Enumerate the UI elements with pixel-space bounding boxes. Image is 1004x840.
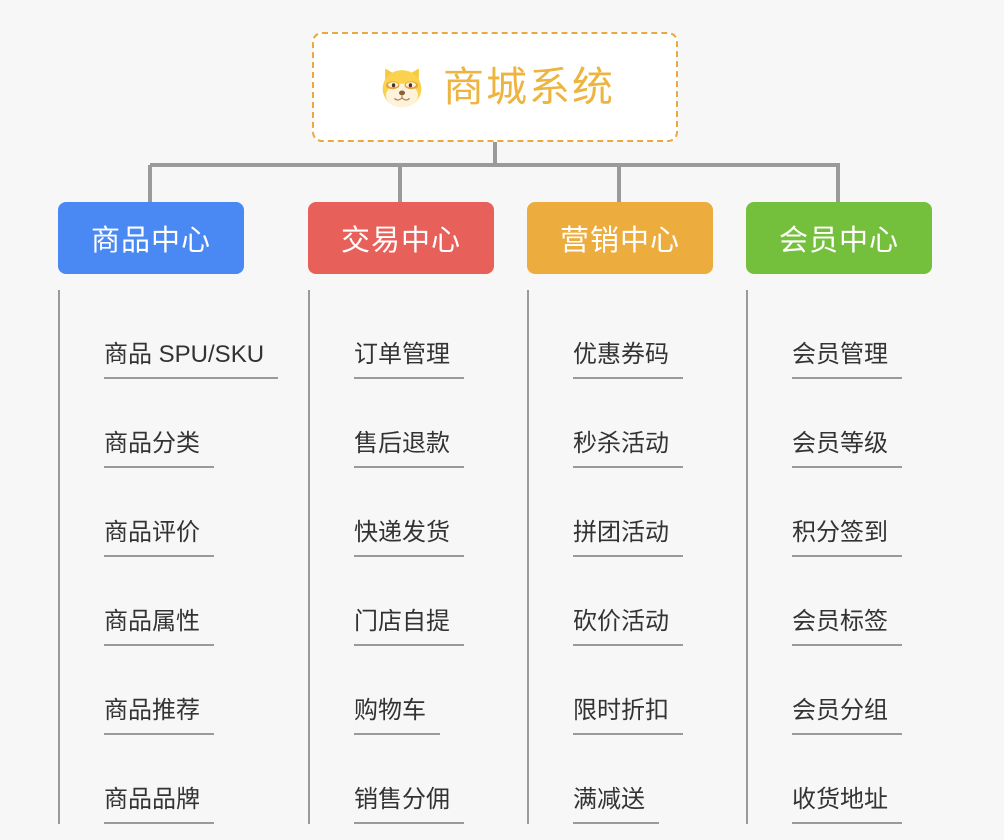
category-label: 会员中心 <box>778 225 899 257</box>
branch-column-3: 营销中心 优惠券码 秒杀活动 拼团活动 砍价活动 限时折扣 满减送 <box>527 202 747 824</box>
leaf-label: 会员分组 <box>792 697 902 735</box>
list-item[interactable]: 商品属性 <box>74 557 278 646</box>
leaf-label: 积分签到 <box>792 519 902 557</box>
category-box-4[interactable]: 会员中心 <box>746 202 932 274</box>
list-item[interactable]: 秒杀活动 <box>543 379 747 468</box>
list-item[interactable]: 销售分佣 <box>324 735 528 824</box>
list-item[interactable]: 快递发货 <box>324 468 528 557</box>
leaf-label: 拼团活动 <box>573 519 683 557</box>
leaf-label: 优惠券码 <box>573 341 683 379</box>
category-label: 交易中心 <box>340 225 461 257</box>
list-item[interactable]: 商品品牌 <box>74 735 278 824</box>
list-item[interactable]: 积分签到 <box>762 468 966 557</box>
branch-column-4: 会员中心 会员管理 会员等级 积分签到 会员标签 会员分组 收货地址 <box>746 202 966 824</box>
root-node[interactable]: 商城系统 <box>312 32 678 142</box>
list-item[interactable]: 门店自提 <box>324 557 528 646</box>
root-title: 商城系统 <box>443 63 615 110</box>
category-label: 营销中心 <box>559 225 680 257</box>
list-item[interactable]: 会员等级 <box>762 379 966 468</box>
list-item[interactable]: 商品推荐 <box>74 646 278 735</box>
leaf-label: 商品评价 <box>104 519 214 557</box>
shiba-dog-emoji <box>382 68 422 108</box>
leaf-label: 会员等级 <box>792 430 902 468</box>
leaf-list-2: 订单管理 售后退款 快递发货 门店自提 购物车 销售分佣 <box>308 290 528 824</box>
branch-column-2: 交易中心 订单管理 售后退款 快递发货 门店自提 购物车 销售分佣 <box>308 202 528 824</box>
list-item[interactable]: 拼团活动 <box>543 468 747 557</box>
leaf-list-4: 会员管理 会员等级 积分签到 会员标签 会员分组 收货地址 <box>746 290 966 824</box>
list-item[interactable]: 商品 SPU/SKU <box>74 290 279 379</box>
leaf-label: 门店自提 <box>354 608 464 646</box>
list-item[interactable]: 会员标签 <box>762 557 966 646</box>
category-box-3[interactable]: 营销中心 <box>527 202 713 274</box>
list-item[interactable]: 收货地址 <box>762 735 966 824</box>
leaf-label: 收货地址 <box>792 786 902 824</box>
leaf-label: 售后退款 <box>354 430 464 468</box>
leaf-label: 限时折扣 <box>573 697 683 735</box>
leaf-label: 砍价活动 <box>573 608 683 646</box>
leaf-label: 商品分类 <box>104 430 214 468</box>
leaf-label: 会员标签 <box>792 608 902 646</box>
leaf-label: 商品品牌 <box>104 786 214 824</box>
category-label: 商品中心 <box>90 225 211 257</box>
category-box-2[interactable]: 交易中心 <box>308 202 494 274</box>
category-box-1[interactable]: 商品中心 <box>58 202 244 274</box>
leaf-label: 快递发货 <box>354 519 464 557</box>
leaf-label: 商品推荐 <box>104 697 214 735</box>
list-item[interactable]: 限时折扣 <box>543 646 747 735</box>
leaf-list-3: 优惠券码 秒杀活动 拼团活动 砍价活动 限时折扣 满减送 <box>527 290 747 824</box>
leaf-label: 满减送 <box>573 786 659 824</box>
leaf-label: 商品属性 <box>104 608 214 646</box>
list-item[interactable]: 会员分组 <box>762 646 966 735</box>
list-item[interactable]: 会员管理 <box>762 290 966 379</box>
leaf-label: 销售分佣 <box>354 786 464 824</box>
leaf-label: 会员管理 <box>792 341 902 379</box>
list-item[interactable]: 商品分类 <box>74 379 278 468</box>
branch-column-1: 商品中心 商品 SPU/SKU 商品分类 商品评价 商品属性 商品推荐 商品品牌 <box>58 202 279 824</box>
list-item[interactable]: 满减送 <box>543 735 747 824</box>
leaf-list-1: 商品 SPU/SKU 商品分类 商品评价 商品属性 商品推荐 商品品牌 <box>58 290 279 824</box>
list-item[interactable]: 售后退款 <box>324 379 528 468</box>
list-item[interactable]: 优惠券码 <box>543 290 747 379</box>
list-item[interactable]: 购物车 <box>324 646 528 735</box>
leaf-label: 商品 SPU/SKU <box>104 341 279 379</box>
list-item[interactable]: 订单管理 <box>324 290 528 379</box>
leaf-label: 购物车 <box>354 697 440 735</box>
leaf-label: 订单管理 <box>354 341 464 379</box>
list-item[interactable]: 砍价活动 <box>543 557 747 646</box>
leaf-label: 秒杀活动 <box>573 430 683 468</box>
list-item[interactable]: 商品评价 <box>74 468 278 557</box>
